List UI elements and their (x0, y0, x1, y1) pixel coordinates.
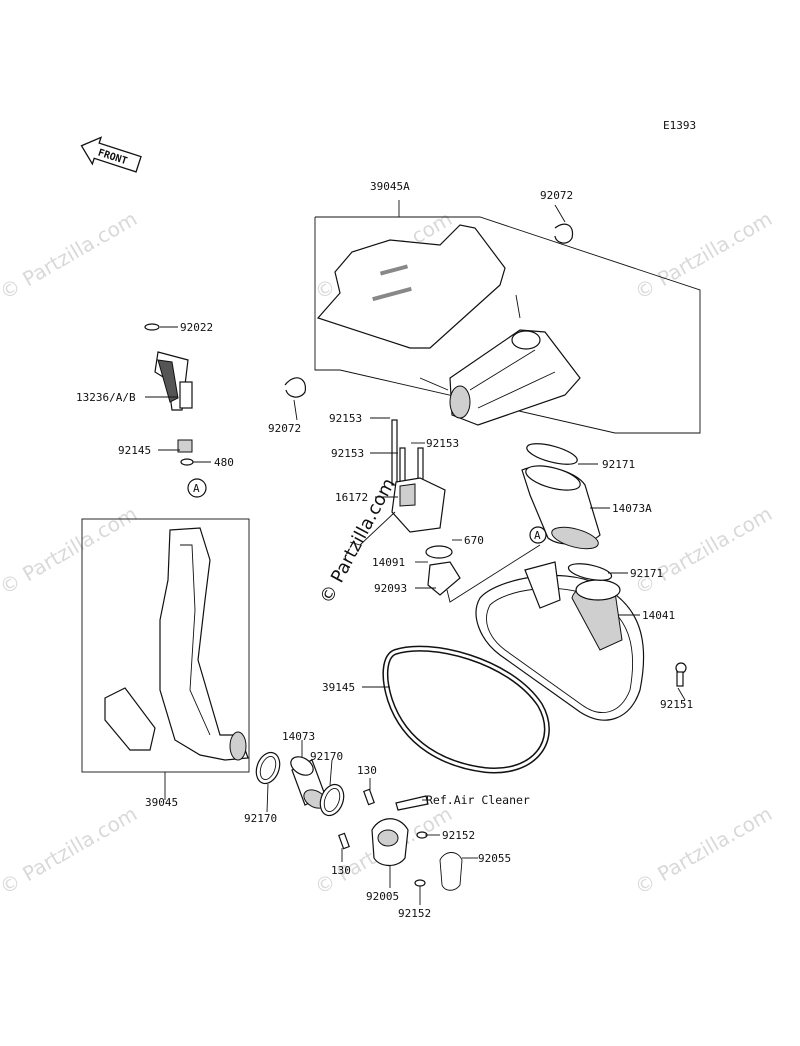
housing-14041-group (446, 526, 645, 721)
watermark-text: © Partzilla.com (631, 801, 777, 899)
part-label-92153: 92153 (329, 412, 362, 425)
lever-13236-group: A (144, 323, 207, 498)
part-label-14073: 14073 (282, 730, 315, 743)
part-label-130: 130 (357, 764, 377, 777)
watermark-text: © Partzilla.com (0, 801, 141, 899)
watermark-text: © Partzilla.com (631, 206, 777, 304)
part-label-92093: 92093 (374, 582, 407, 595)
part-label-39145: 39145 (322, 681, 355, 694)
front-arrow-icon: FRONT (80, 136, 142, 173)
part-label-92055: 92055 (478, 852, 511, 865)
part-label-14073A: 14073A (612, 502, 652, 515)
part-label-92170: 92170 (244, 812, 277, 825)
belt-39145-icon (382, 645, 550, 774)
coupling-14073-group (255, 751, 345, 817)
part-label-92152: 92152 (442, 829, 475, 842)
part-label-92145: 92145 (118, 444, 151, 457)
leader-lines (145, 204, 686, 905)
part-label-13236: 13236/A/B (76, 391, 136, 404)
watermark-text: © Partzilla.com (0, 206, 141, 304)
watermark-text: © Partzilla.com (0, 501, 141, 599)
bolt-92151-icon (675, 662, 687, 687)
part-label-92072: 92072 (540, 189, 573, 202)
intake-14073A-group (521, 443, 613, 581)
duct-39045-group (81, 518, 250, 773)
part-label-14091: 14091 (372, 556, 405, 569)
part-label-130: 130 (331, 864, 351, 877)
part-label-92022: 92022 (180, 321, 213, 334)
callout-a-marker: A (193, 482, 200, 495)
part-label-670: 670 (464, 534, 484, 547)
cover-39045A-group (314, 200, 701, 434)
callout-a-marker: A (534, 529, 541, 542)
ref-air-cleaner-label: Ref.Air Cleaner (426, 793, 530, 807)
part-label-92153: 92153 (426, 437, 459, 450)
diagram-code: E1393 (663, 119, 696, 132)
part-label-39045A: 39045A (370, 180, 410, 193)
watermark-text: © Partzilla.com (631, 501, 777, 599)
part-label-480: 480 (214, 456, 234, 469)
part-label-92072: 92072 (268, 422, 301, 435)
cover-92005-group (338, 788, 463, 891)
part-label-14041: 14041 (642, 609, 675, 622)
part-label-92152: 92152 (398, 907, 431, 920)
part-label-92151: 92151 (660, 698, 693, 711)
part-label-92170: 92170 (310, 750, 343, 763)
part-label-92005: 92005 (366, 890, 399, 903)
part-label-39045: 39045 (145, 796, 178, 809)
part-label-92171: 92171 (630, 567, 663, 580)
part-label-92153: 92153 (331, 447, 364, 460)
part-labels: 39045A 92072 92072 92022 13236/A/B 92145… (76, 180, 693, 920)
actuator-16172-group (349, 419, 461, 596)
part-label-16172: 16172 (335, 491, 368, 504)
part-label-92171: 92171 (602, 458, 635, 471)
clip-92072-icon (284, 223, 574, 398)
